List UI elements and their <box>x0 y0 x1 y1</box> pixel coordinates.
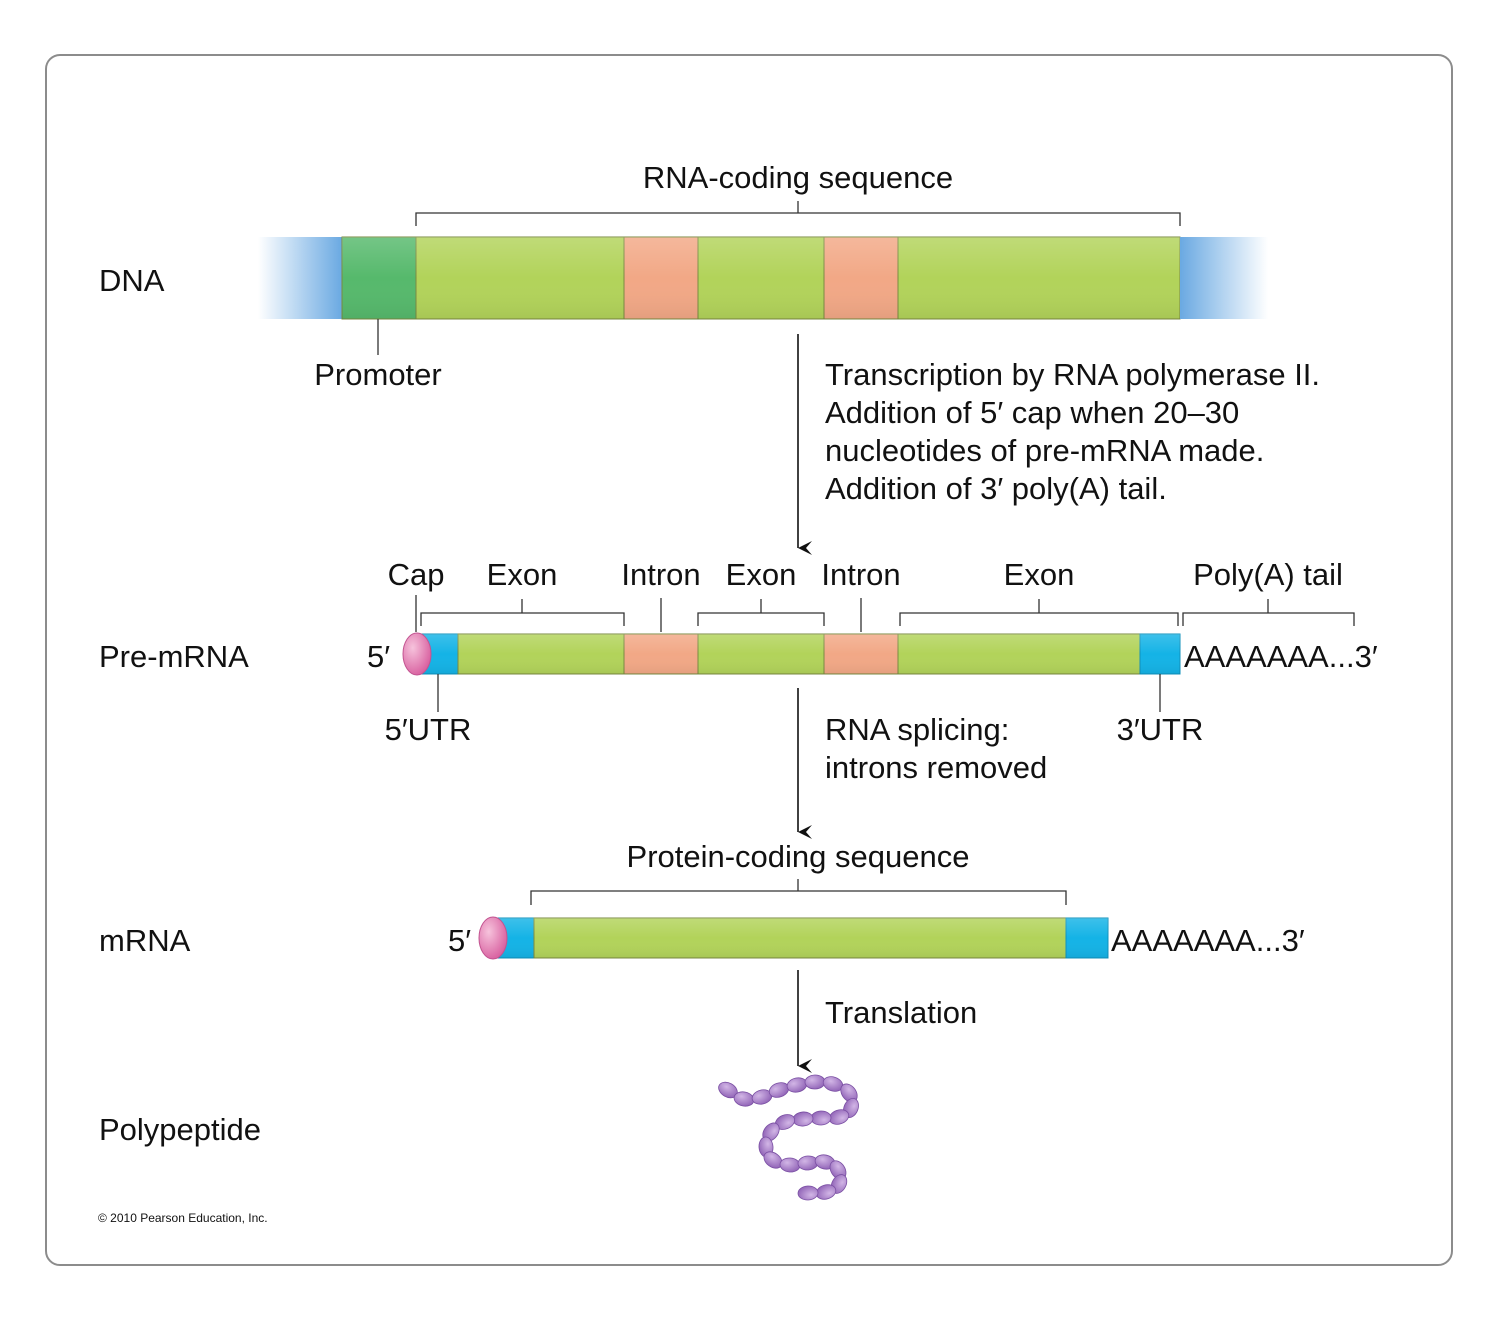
mrna-five-prime-label: 5′ <box>448 923 471 958</box>
exon-bracket <box>420 599 625 626</box>
mrna-shading <box>494 918 1108 958</box>
transcription-note-line: nucleotides of pre-mRNA made. <box>825 433 1264 468</box>
mrna-5-prime-cap <box>478 916 508 960</box>
exon-label: Exon <box>1004 557 1075 592</box>
exon-bracket <box>697 599 825 626</box>
dna-row-label: DNA <box>99 263 165 298</box>
pre-mrna-row-label: Pre-mRNA <box>99 639 249 674</box>
pre-mrna-strand <box>402 632 1181 676</box>
polypeptide-row-label: Polypeptide <box>99 1112 261 1147</box>
3-utr-label: 3′UTR <box>1117 712 1204 747</box>
poly-a-tail-label: Poly(A) tail <box>1193 557 1343 592</box>
pre-mrna-shading <box>418 634 1180 674</box>
mrna-row-label: mRNA <box>99 923 191 958</box>
copyright-notice: © 2010 Pearson Education, Inc. <box>98 1211 268 1225</box>
mrna-tail-sequence: AAAAAAA...3′ <box>1111 923 1305 958</box>
exon-label: Exon <box>487 557 558 592</box>
exon-bracket <box>899 599 1179 626</box>
transcription-note: Transcription by RNA polymerase II. Addi… <box>825 357 1329 506</box>
mrna-strand <box>478 916 1109 960</box>
pre-mrna-five-prime-label: 5′ <box>367 639 390 674</box>
intron-label: Intron <box>821 557 900 592</box>
splicing-note-line: introns removed <box>825 750 1047 785</box>
protein-coding-sequence-bracket <box>530 879 1067 905</box>
promoter-label: Promoter <box>314 357 441 392</box>
protein-coding-sequence-label: Protein-coding sequence <box>627 839 970 874</box>
transcription-note-line: Addition of 3′ poly(A) tail. <box>825 471 1167 506</box>
pre-mrna-tail-sequence: AAAAAAA...3′ <box>1184 639 1378 674</box>
intron-label: Intron <box>621 557 700 592</box>
splicing-note-line: RNA splicing: <box>825 712 1009 747</box>
rna-coding-sequence-label: RNA-coding sequence <box>643 160 953 195</box>
dna-shading <box>342 237 1180 319</box>
dna-flank-left <box>258 237 342 319</box>
polypeptide-chain <box>718 1074 859 1201</box>
amino-acid-bead <box>804 1074 826 1090</box>
transcription-note-line: Transcription by RNA polymerase II. <box>825 357 1320 392</box>
amino-acid-bead <box>797 1185 819 1201</box>
splicing-note: RNA splicing: introns removed <box>825 712 1047 785</box>
poly-a-tail-bracket <box>1182 599 1355 626</box>
rna-coding-sequence-bracket <box>415 201 1181 226</box>
cap-label: Cap <box>388 557 445 592</box>
translation-label: Translation <box>825 995 977 1030</box>
exon-label: Exon <box>726 557 797 592</box>
5-utr-label: 5′UTR <box>385 712 472 747</box>
dna-strand <box>258 236 1268 320</box>
dna-flank-right <box>1180 237 1268 319</box>
transcription-note-line: Addition of 5′ cap when 20–30 <box>825 395 1239 430</box>
pre-mrna-5-prime-cap <box>402 632 432 676</box>
